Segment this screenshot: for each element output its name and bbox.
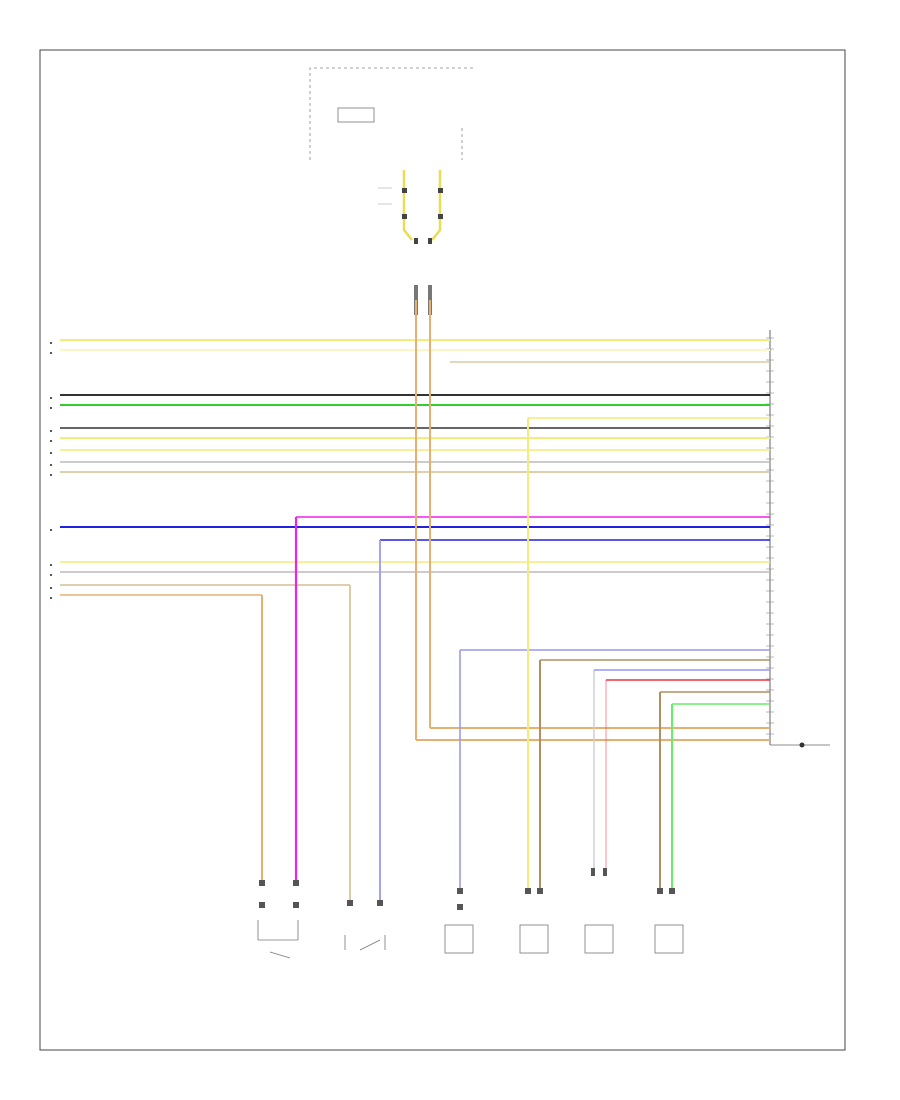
left-pin-marks <box>50 342 52 599</box>
component-sensor-3 <box>444 924 474 954</box>
component-seatbelt-switch-left <box>257 920 299 959</box>
ecu-connector <box>766 330 830 748</box>
component-connector-pins <box>259 868 675 910</box>
component-sensor-4 <box>519 924 549 954</box>
drop-wires <box>261 300 770 900</box>
component-sensor-5 <box>584 924 614 954</box>
upper-connector-wires <box>378 170 443 244</box>
diagram-frame <box>39 49 846 1051</box>
component-seatbelt-switch-right <box>344 935 386 951</box>
module-switch-symbol <box>337 107 375 123</box>
top-module <box>309 67 475 160</box>
component-sensor-6 <box>654 924 684 954</box>
